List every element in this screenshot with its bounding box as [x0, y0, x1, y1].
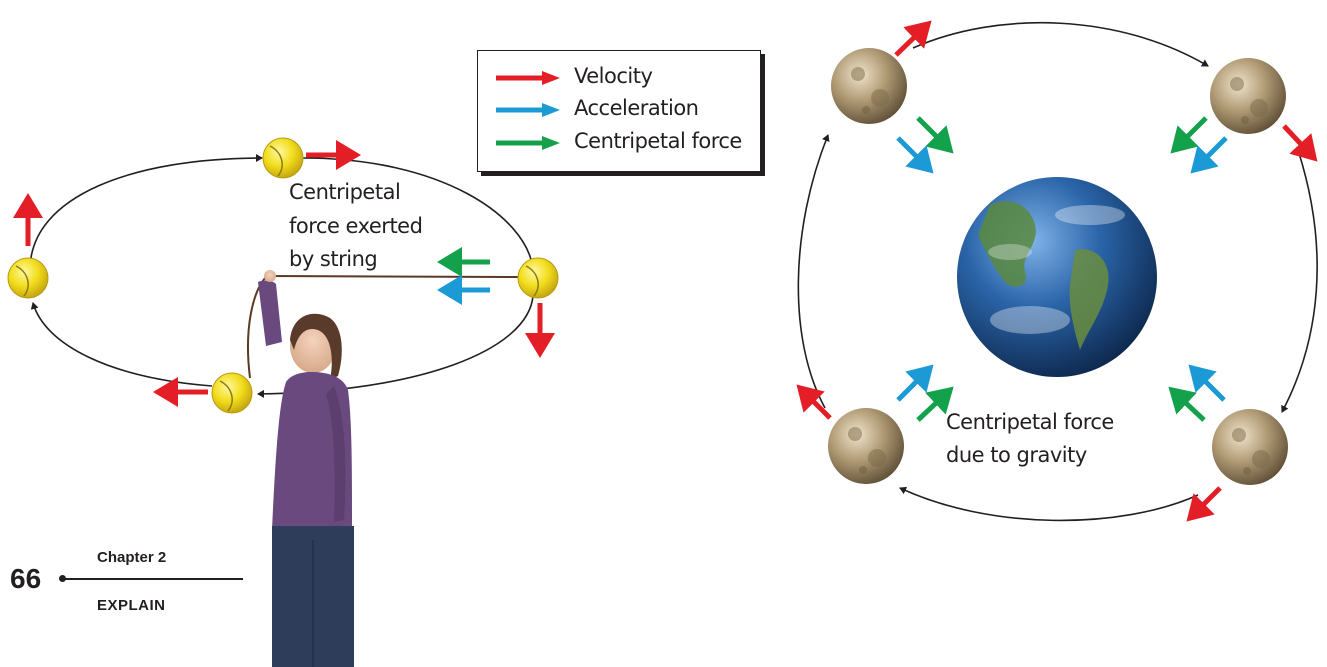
- section-label: EXPLAIN: [97, 597, 166, 614]
- legend: Velocity Acceleration Centripetal force: [477, 50, 761, 172]
- moon-orbit-path: [912, 21, 1209, 67]
- string-orbit-path: [29, 154, 263, 271]
- velocity-arrow: [1282, 124, 1318, 162]
- gravity-force-label-line1: Centripetal force: [946, 410, 1114, 434]
- tennis-ball-icon: [517, 257, 559, 299]
- moon-icon: [1212, 409, 1288, 485]
- centripetal-force-arrow: [1170, 116, 1208, 154]
- acceleration-arrow: [896, 136, 934, 174]
- page-number: 66: [10, 563, 42, 594]
- footer-divider: [63, 578, 243, 580]
- acceleration-arrow: [896, 364, 934, 402]
- string: [267, 275, 521, 278]
- person-figure: [258, 270, 354, 667]
- moon-icon: [828, 408, 904, 484]
- string: [247, 274, 269, 379]
- moon-orbit-path: [797, 134, 830, 409]
- velocity-arrow: [796, 384, 832, 420]
- centripetal-force-arrow: [1168, 386, 1206, 422]
- string-force-label-line1: Centripetal: [289, 180, 401, 204]
- legend-label-centripetal-force: Centripetal force: [574, 129, 742, 153]
- tennis-ball-icon: [7, 257, 49, 299]
- string-orbit-diagram: [7, 137, 559, 414]
- acceleration-arrow: [1190, 136, 1228, 174]
- chapter-label: Chapter 2: [97, 549, 167, 566]
- string-force-label-line3: by string: [289, 247, 378, 271]
- arrow-icon: [496, 136, 560, 150]
- moon-icon: [831, 48, 907, 124]
- centripetal-force-arrow: [916, 116, 954, 154]
- string-force-label-line2: force exerted: [289, 214, 423, 238]
- arrow-icon: [496, 71, 560, 85]
- centripetal-force-arrow: [916, 386, 954, 422]
- footer-bullet: [59, 575, 66, 582]
- acceleration-arrow: [1188, 364, 1226, 402]
- legend-label-acceleration: Acceleration: [574, 96, 699, 120]
- arrow-icon: [496, 103, 560, 117]
- moon-icon: [1210, 58, 1286, 134]
- tennis-ball-icon: [262, 137, 304, 179]
- moon-orbit-path: [1281, 149, 1318, 413]
- earth-icon: [957, 177, 1157, 377]
- moon-orbit-path: [899, 486, 1199, 522]
- tennis-ball-icon: [211, 372, 253, 414]
- velocity-arrow: [894, 20, 932, 57]
- gravity-force-label-line2: due to gravity: [946, 443, 1087, 467]
- legend-label-velocity: Velocity: [574, 64, 653, 88]
- velocity-arrow: [1186, 486, 1222, 522]
- string-orbit-path: [30, 302, 213, 387]
- moon-orbit-diagram: [796, 20, 1318, 522]
